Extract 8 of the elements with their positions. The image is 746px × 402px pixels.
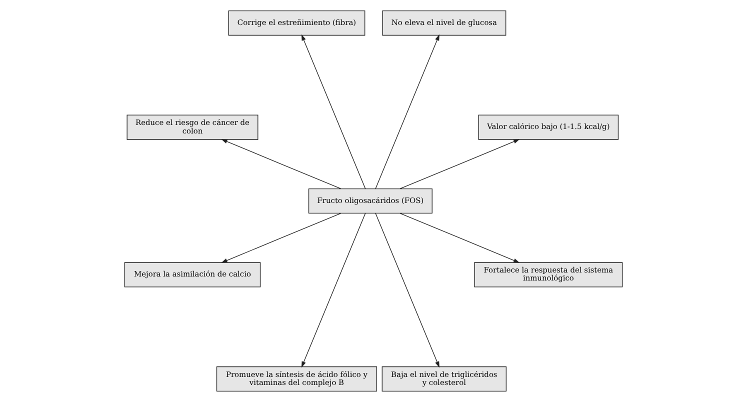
arrow <box>220 139 341 190</box>
arrow <box>399 212 520 263</box>
arrow <box>300 34 366 190</box>
arrow <box>374 34 439 190</box>
arrow <box>300 212 366 368</box>
arrow <box>374 212 439 368</box>
arrow <box>220 212 341 263</box>
arrow <box>399 139 520 190</box>
